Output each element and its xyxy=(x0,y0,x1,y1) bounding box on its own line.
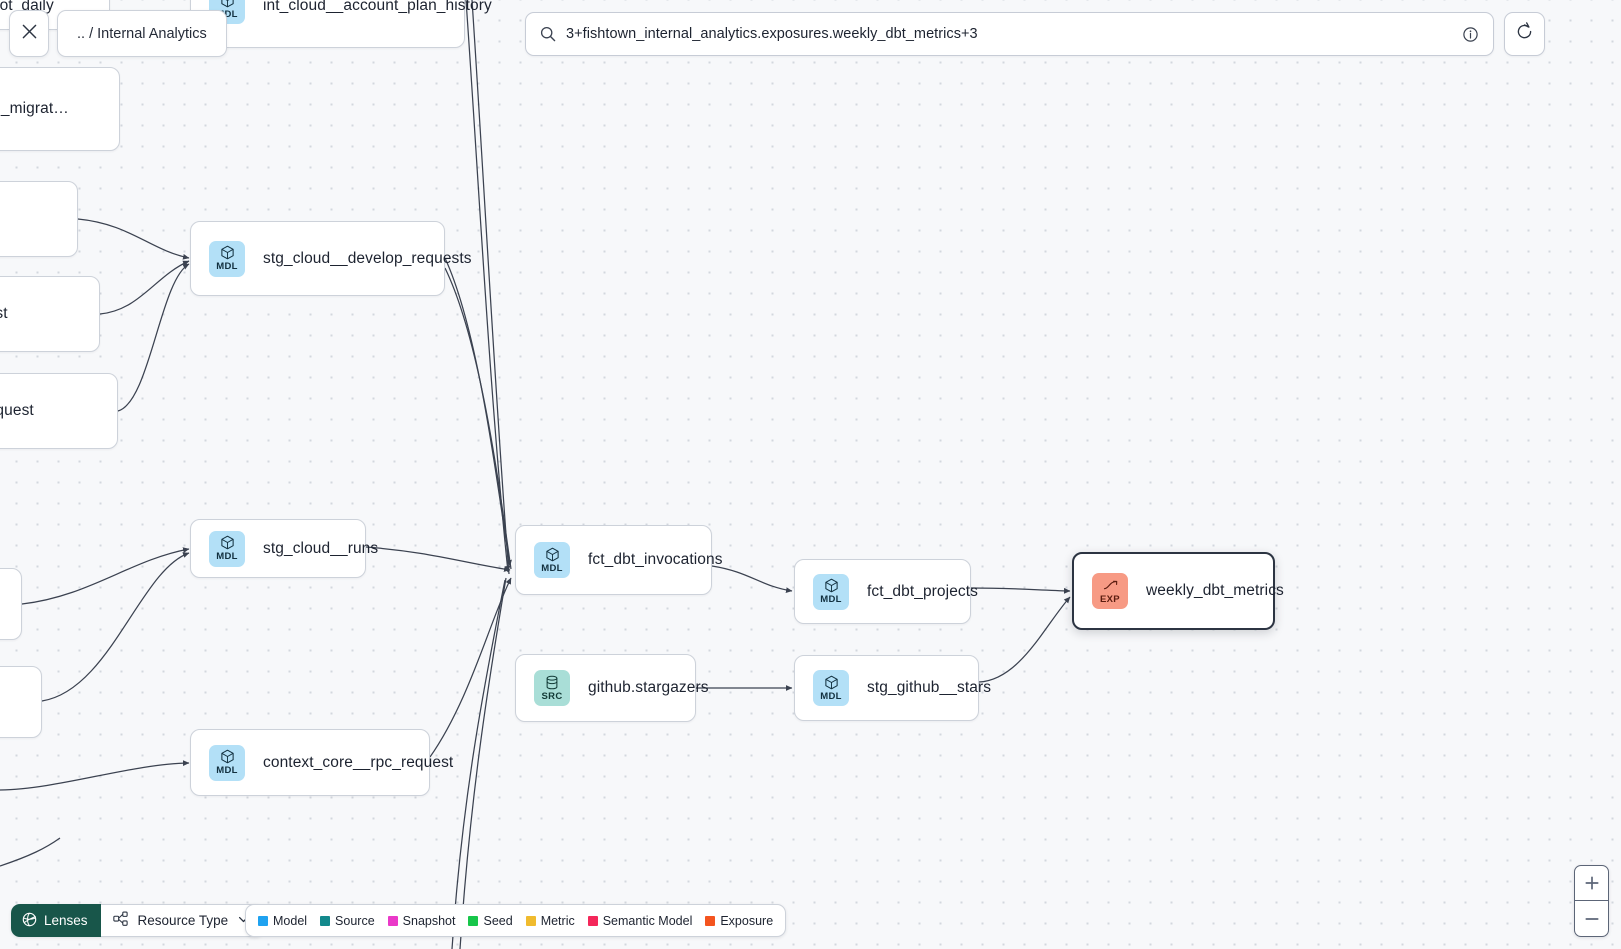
graph-node-stg_cloud_runs[interactable]: MDL stg_cloud__runs xyxy=(190,519,378,578)
badge-type-label: MDL xyxy=(216,765,238,776)
node-graph-icon xyxy=(112,911,129,930)
legend-swatch xyxy=(705,915,716,926)
badge-type-label: MDL xyxy=(216,261,238,272)
exp-badge: EXP xyxy=(1092,573,1128,609)
lineage-search-bar[interactable] xyxy=(525,12,1494,56)
badge-type-label: MDL xyxy=(820,594,842,605)
graph-node-partial_run[interactable]: _run xyxy=(0,666,42,738)
database-icon xyxy=(545,675,559,690)
graph-node-label: int_cloud__account_plan_history xyxy=(263,0,492,14)
legend-item-source[interactable]: Source xyxy=(320,914,375,928)
graph-node-context_core_rpc[interactable]: MDL context_core__rpc_request xyxy=(190,729,453,796)
chart-trend-icon xyxy=(1103,578,1118,593)
cube-icon xyxy=(824,675,839,690)
resource-type-legend: Model Source Snapshot Seed Metric Semantic Mo… xyxy=(245,904,787,937)
cube-icon xyxy=(824,578,839,593)
src-badge: SRC xyxy=(534,670,570,706)
legend-item-exposure[interactable]: Exposure xyxy=(705,914,773,928)
legend-label: Source xyxy=(335,913,375,928)
graph-node-stg_github_stars[interactable]: MDL stg_github__stars xyxy=(794,655,991,721)
cube-icon xyxy=(220,535,235,550)
badge-type-label: MDL xyxy=(216,551,238,562)
zoom-out-button[interactable] xyxy=(1575,901,1608,936)
graph-node-github_stargazers[interactable]: SRC github.stargazers xyxy=(515,654,709,722)
info-circle-icon[interactable] xyxy=(1462,26,1479,43)
badge-type-label: EXP xyxy=(1100,593,1120,605)
refresh-button[interactable] xyxy=(1504,12,1545,56)
graph-node-label: context_core__rpc_request xyxy=(263,753,454,771)
cube-icon xyxy=(545,547,560,562)
graph-node-fct_dbt_projects[interactable]: MDL fct_dbt_projects xyxy=(794,559,978,624)
mdl-badge: MDL xyxy=(209,240,245,277)
close-icon xyxy=(21,23,38,45)
legend-label: Snapshot xyxy=(402,913,456,928)
legend-item-snapshot[interactable]: Snapshot xyxy=(387,913,456,928)
legend-swatch xyxy=(387,915,398,926)
search-input[interactable] xyxy=(566,26,1462,42)
legend-swatch xyxy=(320,915,331,926)
plus-icon xyxy=(1584,876,1599,890)
legend-item-seed[interactable]: Seed xyxy=(468,913,513,928)
mdl-badge: MDL xyxy=(813,573,849,610)
graph-node-multicell_migrat[interactable]: multicell_migrat… xyxy=(0,67,120,151)
graph-node-label: stg_cloud__develop_requests xyxy=(263,249,472,267)
resource-type-filter[interactable]: Resource Type xyxy=(100,904,265,937)
mdl-badge: MDL xyxy=(209,530,245,567)
cube-icon xyxy=(220,0,235,8)
graph-node-label: multicell_migrat… xyxy=(0,100,69,117)
graph-node-dev_request_2[interactable]: velop_request xyxy=(0,276,100,352)
graph-node-label: weekly_dbt_metrics xyxy=(1146,582,1284,599)
zoom-in-button[interactable] xyxy=(1575,866,1608,901)
legend-label: Semantic Model xyxy=(602,913,693,928)
graph-node-label: stg_github__stars xyxy=(867,679,992,696)
graph-node-weekly_dbt_metrics[interactable]: EXP weekly_dbt_metrics xyxy=(1072,552,1284,630)
legend-swatch xyxy=(258,915,268,926)
graph-node-dev_request_1[interactable]: p_request xyxy=(0,181,78,257)
badge-type-label: MDL xyxy=(541,562,563,574)
graph-node-label: _develop_request xyxy=(0,402,34,419)
cube-icon xyxy=(220,245,235,260)
cube-icon xyxy=(220,749,235,764)
badge-type-label: MDL xyxy=(820,690,842,702)
graph-node-label: velop_request xyxy=(0,305,8,322)
legend-item-metric[interactable]: Metric xyxy=(525,913,575,928)
graph-node-label: github.stargazers xyxy=(588,679,709,696)
legend-label: Metric xyxy=(540,913,575,928)
minus-icon xyxy=(1584,917,1599,920)
badge-type-label: MDL xyxy=(216,8,238,20)
legend-item-model[interactable]: Model xyxy=(258,914,307,928)
legend-label: Seed xyxy=(483,913,513,928)
graph-node-label: fct_dbt_projects xyxy=(867,582,979,600)
graph-node-int_cloud_aph[interactable]: MDL int_cloud__account_plan_history xyxy=(190,0,492,48)
breadcrumb[interactable]: .. / Internal Analytics xyxy=(57,10,227,57)
lenses-label: Lenses xyxy=(44,913,88,928)
graph-node-fct_dbt_invocations[interactable]: MDL fct_dbt_invocations xyxy=(515,525,723,595)
legend-swatch xyxy=(587,915,598,926)
legend-item-semantic-model[interactable]: Semantic Model xyxy=(587,913,693,928)
graph-node-label: stg_cloud__runs xyxy=(263,539,379,557)
resource-type-label: Resource Type xyxy=(137,913,229,928)
zoom-controls xyxy=(1574,865,1609,937)
legend-swatch xyxy=(468,915,479,926)
bottom-toolbar: Lenses Resource Type xyxy=(11,904,265,937)
mdl-badge: MDL xyxy=(209,744,245,781)
graph-node-dev_request_3[interactable]: _develop_request xyxy=(0,373,118,449)
legend-label: Exposure xyxy=(720,913,774,928)
breadcrumb-label: .. / Internal Analytics xyxy=(77,25,207,42)
lenses-button[interactable]: Lenses xyxy=(11,904,101,937)
legend-label: Model xyxy=(273,913,308,928)
aperture-icon xyxy=(22,912,37,930)
graph-node-partial_n[interactable]: n xyxy=(0,568,22,640)
badge-type-label: SRC xyxy=(541,690,563,702)
graph-node-label: fct_dbt_invocations xyxy=(588,551,723,568)
mdl-badge: MDL xyxy=(534,542,570,578)
graph-node-stg_cloud_dev_req[interactable]: MDL stg_cloud__develop_requests xyxy=(190,221,472,296)
refresh-icon xyxy=(1515,22,1534,46)
legend-swatch xyxy=(525,915,536,926)
close-panel-button[interactable] xyxy=(9,10,49,57)
search-icon xyxy=(540,26,556,42)
mdl-badge: MDL xyxy=(813,670,849,706)
